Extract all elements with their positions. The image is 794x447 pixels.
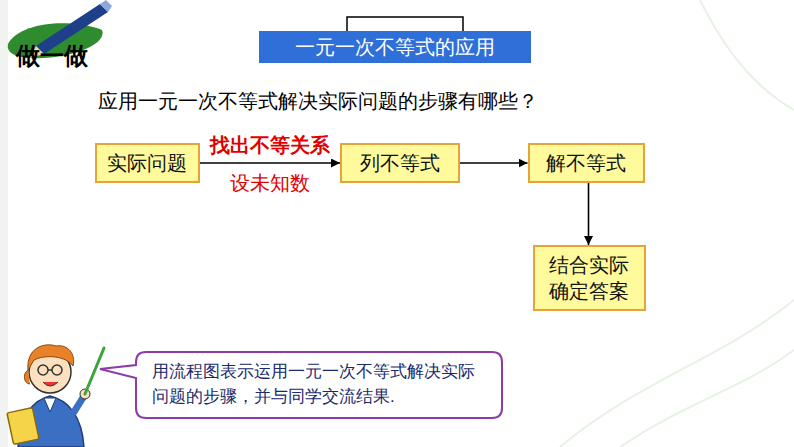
bubble-outline <box>136 352 502 418</box>
edge-note: 设未知数 <box>230 170 310 197</box>
teacher-figure <box>38 365 48 375</box>
question-text: 应用一元一次不等式解决实际问题的步骤有哪些？ <box>98 88 538 115</box>
page-left-shade <box>0 0 8 447</box>
pen-icon <box>100 0 112 12</box>
box-label: 实际问题 <box>107 150 187 176</box>
teacher-figure <box>28 345 74 370</box>
edge-label: 找出不等关系 <box>208 132 332 159</box>
flow-arrow <box>460 162 528 164</box>
process-box: 结合实际确定答案 <box>533 245 646 311</box>
teacher-figure <box>7 408 39 445</box>
process-box: 列不等式 <box>340 143 460 183</box>
teacher-figure <box>85 348 104 394</box>
background-curves <box>620 350 794 447</box>
box-label: 列不等式 <box>360 150 440 176</box>
bubble-text: 用流程图表示运用一元一次不等式解决实际问题的步骤，并与同学交流结果. <box>152 360 486 409</box>
bubble-outline <box>100 352 502 418</box>
teacher-figure <box>48 369 52 371</box>
box-label: 结合实际确定答案 <box>543 252 636 304</box>
background-curves <box>700 0 794 110</box>
background-curves <box>560 0 794 447</box>
teacher-figure <box>24 370 30 384</box>
process-box: 解不等式 <box>528 143 645 183</box>
speech-bubble: 用流程图表示运用一元一次不等式解决实际问题的步骤，并与同学交流结果. <box>136 352 502 418</box>
flow-arrow <box>588 183 590 245</box>
title-text: 一元一次不等式的应用 <box>295 34 495 61</box>
title-banner: 一元一次不等式的应用 <box>259 31 531 63</box>
teacher-figure <box>44 398 56 412</box>
teacher-figure <box>52 365 62 375</box>
box-label: 解不等式 <box>546 150 626 176</box>
background-curves <box>560 300 794 447</box>
flow-arrow <box>200 162 341 164</box>
activity-heading: 做一做 <box>16 40 88 72</box>
teacher-figure <box>43 382 58 386</box>
teacher-figure <box>7 345 104 447</box>
process-box: 实际问题 <box>95 143 200 183</box>
